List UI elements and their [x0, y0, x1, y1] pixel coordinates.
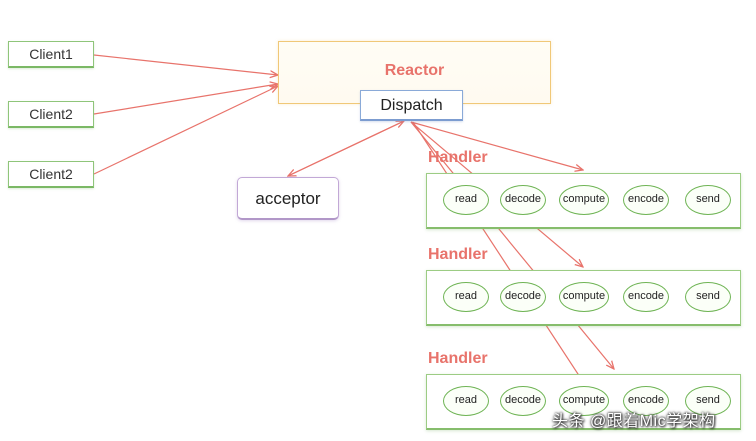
handler-box-2: read decode compute encode send — [426, 270, 741, 326]
step-send: send — [685, 282, 731, 312]
arrow-dispatch-to-handler1 — [410, 121, 583, 170]
handler-title-1: Handler — [428, 149, 488, 166]
step-compute: compute — [559, 282, 609, 312]
step-read: read — [443, 185, 489, 215]
arrow-client2-to-reactor — [93, 84, 278, 115]
client-box-3: Client2 — [8, 161, 94, 188]
arrow-dispatch-to-handler3 — [410, 121, 614, 369]
step-send: send — [685, 185, 731, 215]
step-read: read — [443, 386, 489, 416]
step-read: read — [443, 282, 489, 312]
arrow-client1-to-reactor — [93, 54, 278, 75]
step-decode: decode — [500, 386, 546, 416]
watermark: 头条 @跟着Mic学架构 — [552, 413, 716, 430]
step-decode: decode — [500, 185, 546, 215]
step-encode: encode — [623, 282, 669, 312]
acceptor-box: acceptor — [237, 177, 339, 220]
dispatch-box: Dispatch — [360, 90, 463, 121]
handler-title-3: Handler — [428, 350, 488, 367]
handler-box-3: read decode compute encode send — [426, 374, 741, 430]
step-encode: encode — [623, 386, 669, 416]
step-decode: decode — [500, 282, 546, 312]
step-compute: compute — [559, 185, 609, 215]
client-box-2: Client2 — [8, 101, 94, 128]
step-encode: encode — [623, 185, 669, 215]
arrow-client3-to-reactor — [93, 86, 278, 175]
handler-box-1: read decode compute encode send — [426, 173, 741, 229]
handler-title-2: Handler — [428, 246, 488, 263]
client-box-1: Client1 — [8, 41, 94, 68]
step-send: send — [685, 386, 731, 416]
arrow-acceptor-to-dispatch — [289, 121, 404, 176]
reactor-label: Reactor — [384, 62, 445, 79]
arrow-dispatch-to-handler3-alt — [412, 121, 596, 401]
step-compute: compute — [559, 386, 609, 416]
